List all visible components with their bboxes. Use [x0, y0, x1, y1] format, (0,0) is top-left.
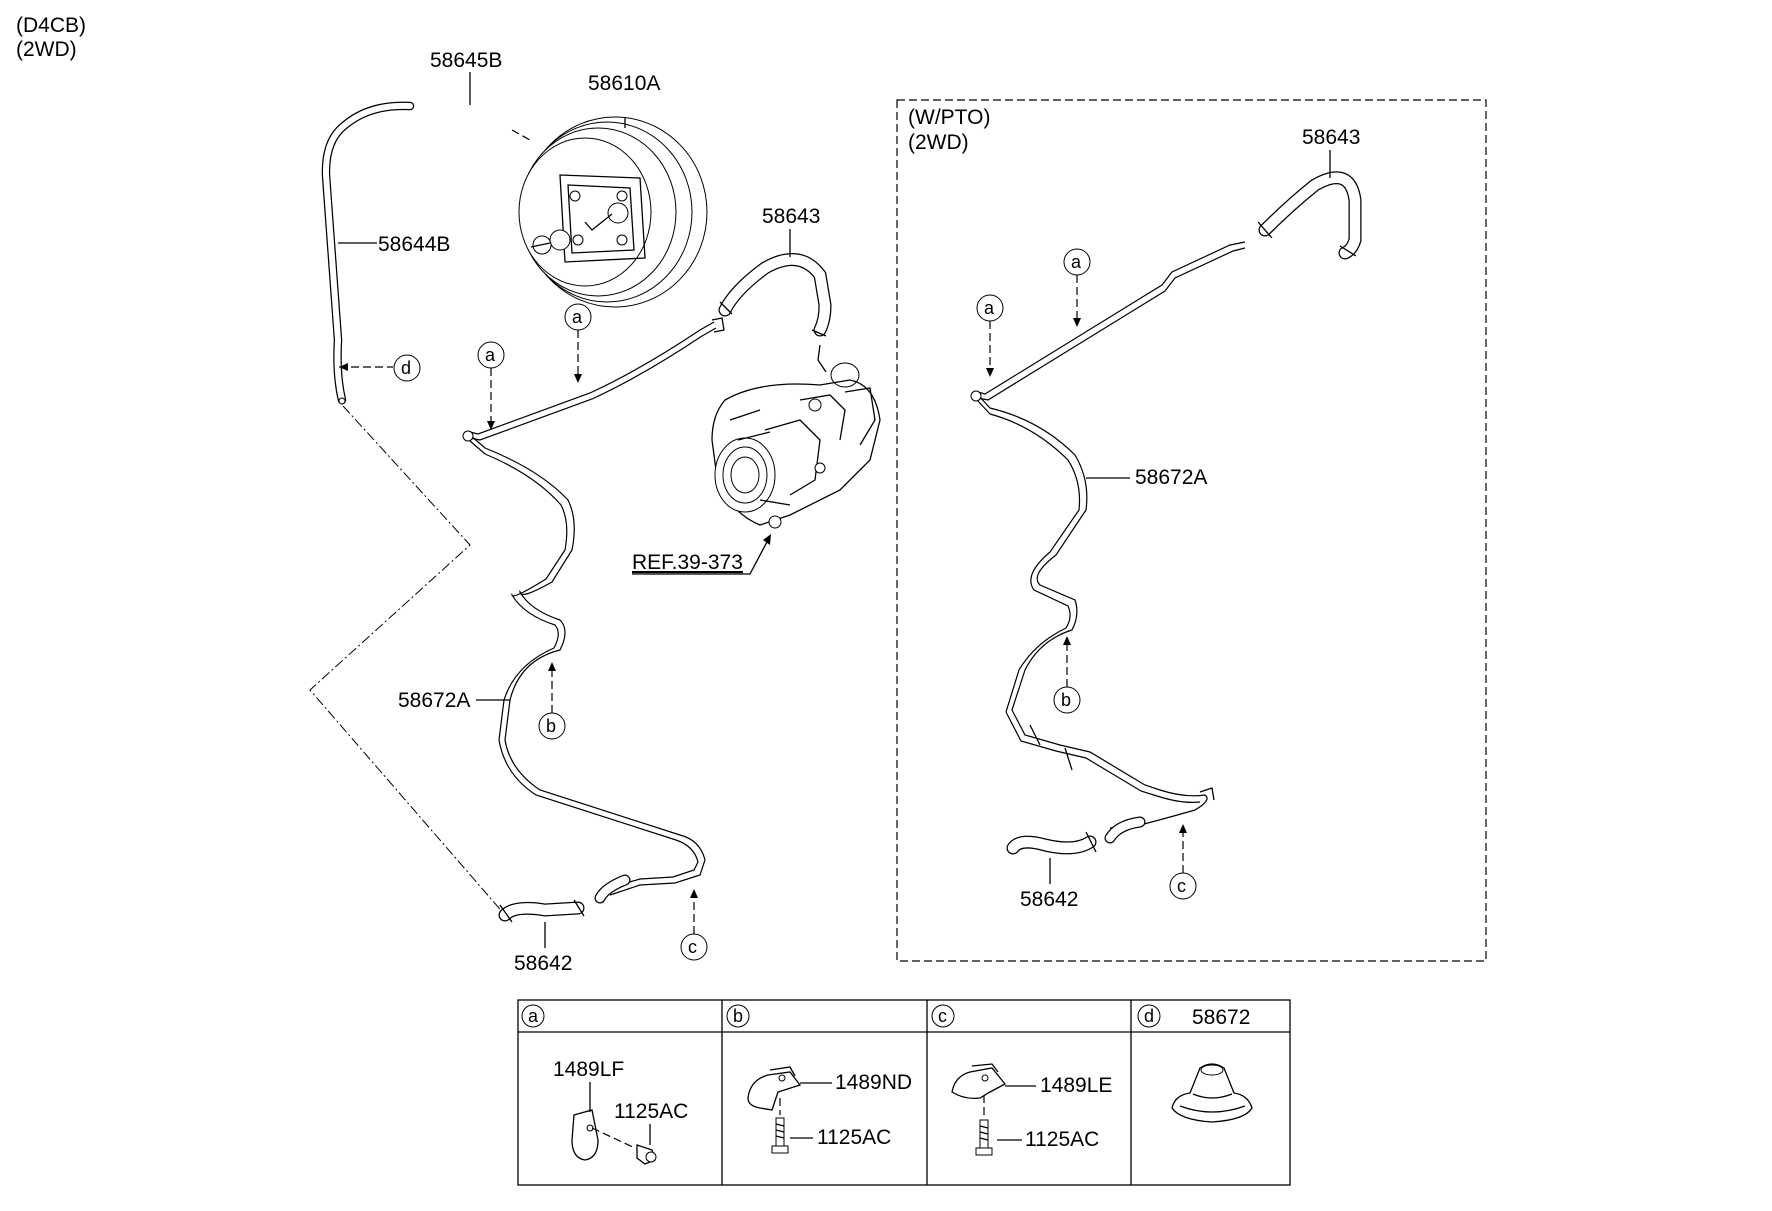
- legend-d-header-part: 58672: [1192, 1006, 1250, 1029]
- inset-title: (W/PTO): [908, 106, 990, 129]
- inset-drive: (2WD): [908, 131, 969, 154]
- parts-legend-table: [517, 999, 1291, 1186]
- label-58642-main[interactable]: 58642: [514, 952, 572, 975]
- svg-text:a: a: [528, 1006, 539, 1026]
- svg-text:d: d: [1144, 1006, 1154, 1026]
- legend-c-part1: 1489LE: [1040, 1074, 1112, 1097]
- engine-label: (D4CB): [16, 14, 86, 37]
- w-pto-inset-frame: [896, 99, 1487, 962]
- svg-text:a: a: [485, 345, 496, 365]
- legend-b-part1: 1489ND: [835, 1071, 912, 1094]
- legend-b-part2: 1125AC: [817, 1126, 891, 1149]
- svg-text:b: b: [733, 1006, 743, 1026]
- svg-text:a: a: [572, 307, 583, 327]
- legend-cell-d[interactable]: d 58672: [1137, 1004, 1253, 1123]
- label-58644b[interactable]: 58644B: [378, 233, 450, 256]
- svg-text:c: c: [938, 1006, 947, 1026]
- callout-d-main[interactable]: [393, 354, 421, 382]
- label-58645b[interactable]: 58645B: [430, 49, 502, 72]
- brake-booster-illustration[interactable]: [518, 116, 708, 308]
- label-58610a[interactable]: 58610A: [588, 72, 660, 95]
- label-58672a-inset[interactable]: 58672A: [1135, 466, 1207, 489]
- svg-text:c: c: [688, 937, 697, 957]
- hose-58642-main[interactable]: [498, 874, 631, 923]
- label-58643-inset[interactable]: 58643: [1302, 126, 1360, 149]
- vacuum-pump-alternator-illustration[interactable]: [711, 344, 881, 529]
- svg-text:b: b: [1061, 690, 1071, 710]
- legend-cell-b[interactable]: b 1489ND 1125AC: [726, 1004, 912, 1154]
- drive-label: (2WD): [16, 38, 77, 61]
- label-58642-inset[interactable]: 58642: [1020, 888, 1078, 911]
- hose-58642-inset[interactable]: [1006, 816, 1146, 855]
- svg-text:c: c: [1177, 876, 1186, 896]
- svg-text:a: a: [984, 298, 995, 318]
- pipe-58672a-main[interactable]: [462, 317, 725, 896]
- grommet-58672-icon: [1171, 1063, 1253, 1123]
- legend-a-part2: 1125AC: [614, 1100, 688, 1123]
- legend-cell-a[interactable]: a 1489LF 1125AC: [521, 1004, 688, 1165]
- pipe-58672a-inset[interactable]: [970, 241, 1246, 829]
- svg-text:d: d: [401, 358, 411, 378]
- legend-c-part2: 1125AC: [1025, 1128, 1099, 1151]
- legend-cell-c[interactable]: c 1489LE 1125AC: [931, 1004, 1112, 1156]
- legend-a-part1: 1489LF: [553, 1058, 624, 1081]
- label-58643-main[interactable]: 58643: [762, 205, 820, 228]
- ref-label[interactable]: REF.39-373: [632, 551, 743, 574]
- svg-text:b: b: [546, 716, 556, 736]
- label-58672a-main[interactable]: 58672A: [398, 689, 470, 712]
- svg-text:a: a: [1071, 252, 1082, 272]
